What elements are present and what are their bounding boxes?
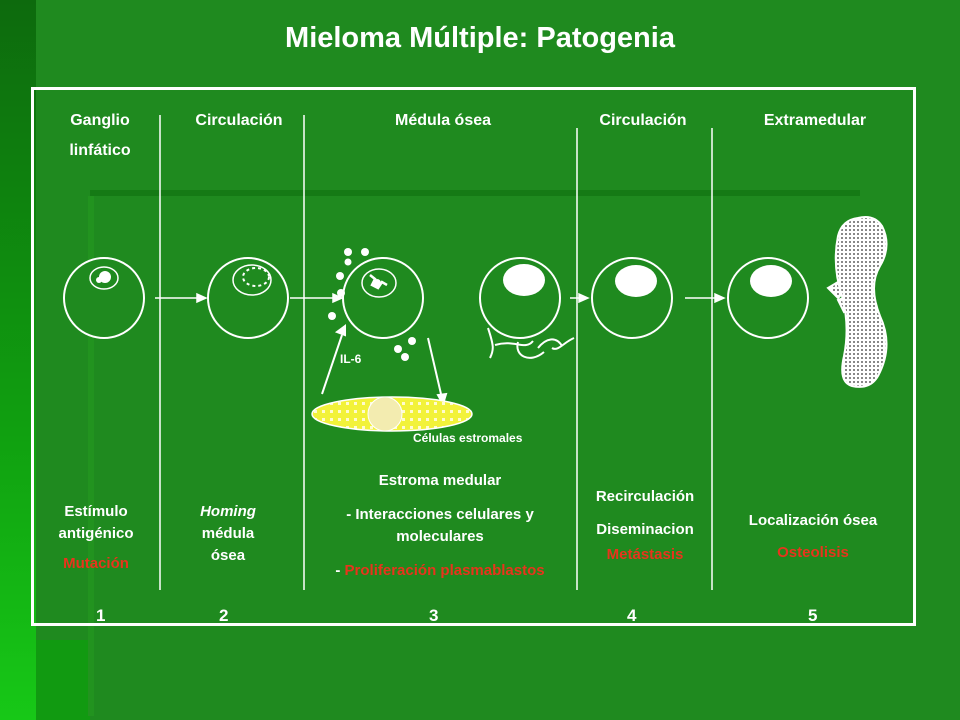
stage-3-line1: Estroma medular: [378, 472, 502, 489]
stage-1-line1: Estímulo: [64, 503, 128, 520]
stage-1-line2: antigénico: [58, 525, 134, 542]
stage-4-description: Recirculación Diseminacion Metástasis: [580, 486, 710, 566]
cell-6: [727, 257, 809, 339]
header-ganglio-line2: linfático: [69, 142, 131, 159]
il6-label: IL-6: [340, 352, 362, 366]
header-circulacion-2: Circulación: [599, 112, 687, 129]
cell-3: [342, 257, 424, 339]
header-circulacion-1: Circulación: [195, 112, 283, 129]
header-medula: Médula ósea: [394, 112, 492, 129]
background-band: [90, 190, 860, 196]
background-stripe: [88, 196, 94, 716]
stage-4-red: Metástasis: [606, 546, 684, 563]
stage-2-description: Homing médula ósea: [178, 501, 278, 567]
header-ganglio: Ganglio linfático: [50, 110, 150, 162]
stage-number-4: 4: [627, 606, 637, 625]
stromal-cells-label: Células estromales: [413, 431, 523, 445]
background-left-bar: [0, 0, 36, 720]
stage-5-red: Osteolisis: [777, 544, 849, 561]
stage-2-line1: Homing: [200, 503, 256, 520]
stage-5-description: Localización ósea Osteolisis: [728, 510, 898, 564]
stage-4-line1: Recirculación: [595, 488, 695, 505]
background-left-block: [36, 640, 90, 720]
il6-arrows: [321, 324, 448, 407]
stage-3-prefix: -: [335, 562, 345, 579]
process-arrows: [155, 292, 726, 304]
cell-1: [63, 257, 145, 339]
stage-5-line1: Localización ósea: [748, 512, 878, 529]
cell-4: [479, 257, 561, 339]
stage-3-red: Proliferación plasmablastos: [344, 562, 545, 579]
stage-2-line2: médula: [201, 525, 255, 542]
cytokine-dots: [328, 248, 416, 361]
stage-1-red: Mutación: [63, 555, 129, 572]
diagram-panel: [31, 87, 916, 626]
slide-title: Mieloma Múltiple: Patogenia: [285, 22, 675, 54]
header-ganglio-line1: Ganglio: [70, 112, 130, 129]
stage-3-line2: - Interacciones celulares y: [346, 506, 534, 523]
bone-icon: [834, 216, 888, 388]
stage-3-description: Estroma medular - Interacciones celulare…: [300, 470, 580, 582]
stage-number-3: 3: [429, 606, 439, 625]
header-extramedular: Extramedular: [763, 112, 867, 129]
cell-2: [207, 257, 289, 339]
cell-5: [591, 257, 673, 339]
stage-1-description: Estímulo antigénico Mutación: [42, 501, 150, 575]
stage-3-line3: moleculares: [396, 528, 484, 545]
strand-lines: [487, 327, 575, 359]
stage-4-line2: Diseminacion: [596, 521, 694, 538]
stage-number-5: 5: [808, 606, 818, 625]
stage-number-1: 1: [96, 606, 106, 625]
stage-2-line3: ósea: [210, 547, 246, 564]
stromal-cell: [311, 396, 473, 432]
stage-number-2: 2: [219, 606, 229, 625]
